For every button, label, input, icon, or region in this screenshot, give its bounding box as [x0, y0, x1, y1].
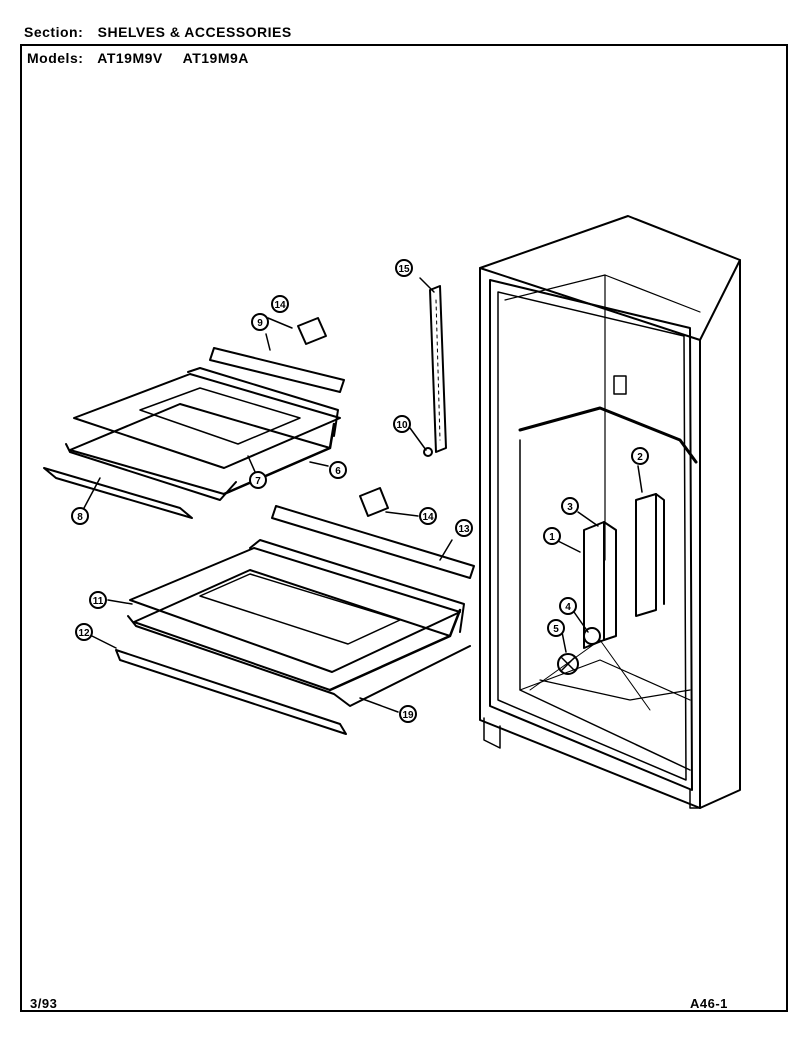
callout-11: 11 [89, 591, 107, 609]
callout-number: 6 [335, 466, 341, 477]
callout-12: 12 [75, 623, 93, 641]
callout-number: 7 [255, 476, 261, 487]
callout-19: 19 [399, 705, 417, 723]
lower-shelf-assembly [115, 487, 475, 735]
callout-number: 10 [396, 420, 408, 431]
section-label: Section: [24, 24, 84, 40]
callout-number: 14 [274, 300, 286, 311]
callout-number: 19 [402, 710, 414, 721]
footer-page-code: A46-1 [690, 996, 728, 1011]
model-number: AT19M9A [182, 50, 249, 66]
callout-number: 15 [398, 264, 410, 275]
shelf-support-assembly [557, 493, 665, 675]
callout-8: 8 [71, 507, 89, 525]
callout-16: 16 [0, 0, 12, 3]
callout-7: 7 [249, 471, 267, 489]
section-header: Section: SHELVES & ACCESSORIES [24, 24, 292, 40]
callout-3: 3 [561, 497, 579, 515]
callout-number: 16 [0, 0, 12, 3]
callout-number: 1 [549, 532, 555, 543]
callout-number: 4 [565, 602, 571, 613]
models-header: Models: AT19M9V AT19M9A [27, 50, 265, 66]
callout-14-lower: 14 [419, 507, 437, 525]
callout-number: 13 [458, 524, 470, 535]
callout-number: 5 [553, 624, 559, 635]
callout-number: 9 [257, 318, 263, 329]
callout-number: 8 [77, 512, 83, 523]
diagram-frame [20, 44, 788, 1012]
model-number: AT19M9V [97, 50, 163, 66]
callout-4: 4 [559, 597, 577, 615]
callout-number: 11 [93, 596, 104, 607]
callout-14-upper: 14 [271, 295, 289, 313]
callout-1: 1 [543, 527, 561, 545]
refrigerator-cabinet [479, 215, 741, 809]
callout-9: 9 [251, 313, 269, 331]
section-value: SHELVES & ACCESSORIES [97, 24, 292, 40]
models-label: Models: [27, 50, 84, 66]
callout-13: 13 [455, 519, 473, 537]
vertical-trim-strip [423, 285, 447, 457]
callout-number: 14 [422, 512, 434, 523]
callout-15: 15 [395, 259, 413, 277]
callout-2: 2 [631, 447, 649, 465]
upper-shelf-assembly [43, 317, 345, 519]
callout-number: 2 [637, 452, 643, 463]
callout-6: 6 [329, 461, 347, 479]
callout-number: 12 [78, 628, 90, 639]
footer-date: 3/93 [30, 996, 58, 1011]
callout-10: 10 [393, 415, 411, 433]
callout-number: 3 [567, 502, 573, 513]
callout-5: 5 [547, 619, 565, 637]
leader-lines [83, 277, 643, 713]
